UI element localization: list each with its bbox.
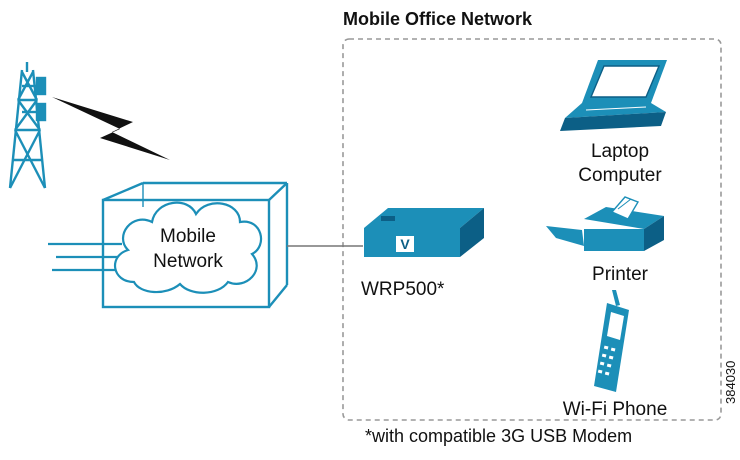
router-icon bbox=[364, 208, 484, 257]
figure-id: 384030 bbox=[723, 360, 738, 404]
cell-tower-icon bbox=[8, 62, 47, 189]
cloud-label-line2: Network bbox=[153, 251, 223, 272]
phone-label: Wi-Fi Phone bbox=[562, 399, 668, 420]
wireless-signal-icon bbox=[52, 97, 170, 160]
diagram-title: Mobile Office Network bbox=[343, 9, 533, 29]
laptop-label-line1: Laptop bbox=[590, 141, 650, 162]
router-label: WRP500* bbox=[361, 279, 445, 300]
mobile-office-boundary bbox=[342, 38, 722, 421]
speed-lines bbox=[48, 242, 122, 272]
wifi-phone-icon bbox=[594, 290, 629, 392]
cloud-label-line1: Mobile bbox=[160, 226, 216, 247]
laptop-icon bbox=[560, 60, 667, 131]
router-badge: V bbox=[400, 236, 410, 252]
printer-icon bbox=[546, 196, 664, 251]
cloud-icon bbox=[113, 201, 262, 294]
footnote: *with compatible 3G USB Modem bbox=[365, 426, 633, 446]
printer-label: Printer bbox=[592, 264, 648, 285]
mobile-network-cube bbox=[101, 181, 289, 309]
laptop-label-line2: Computer bbox=[578, 165, 662, 186]
